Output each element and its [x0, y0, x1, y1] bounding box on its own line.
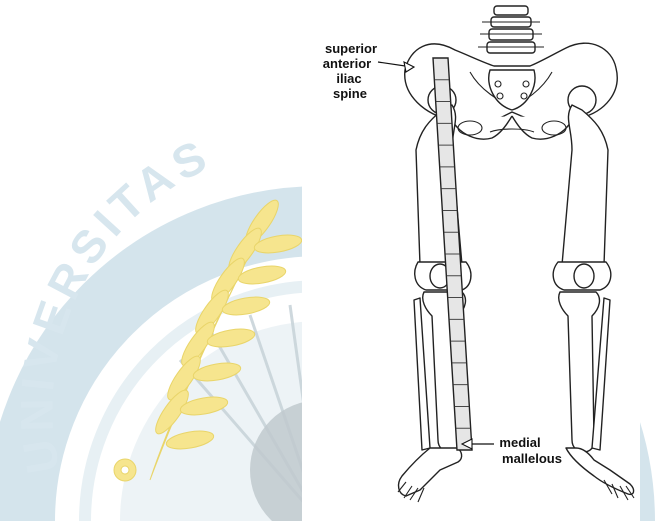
- label-iliac: iliac: [336, 71, 361, 86]
- label-superior: superior: [325, 41, 377, 56]
- label-anterior: anterior: [323, 56, 371, 71]
- label-medial: medial: [499, 435, 540, 450]
- label-mallelous: mallelous: [502, 451, 562, 466]
- label-spine: spine: [333, 86, 367, 101]
